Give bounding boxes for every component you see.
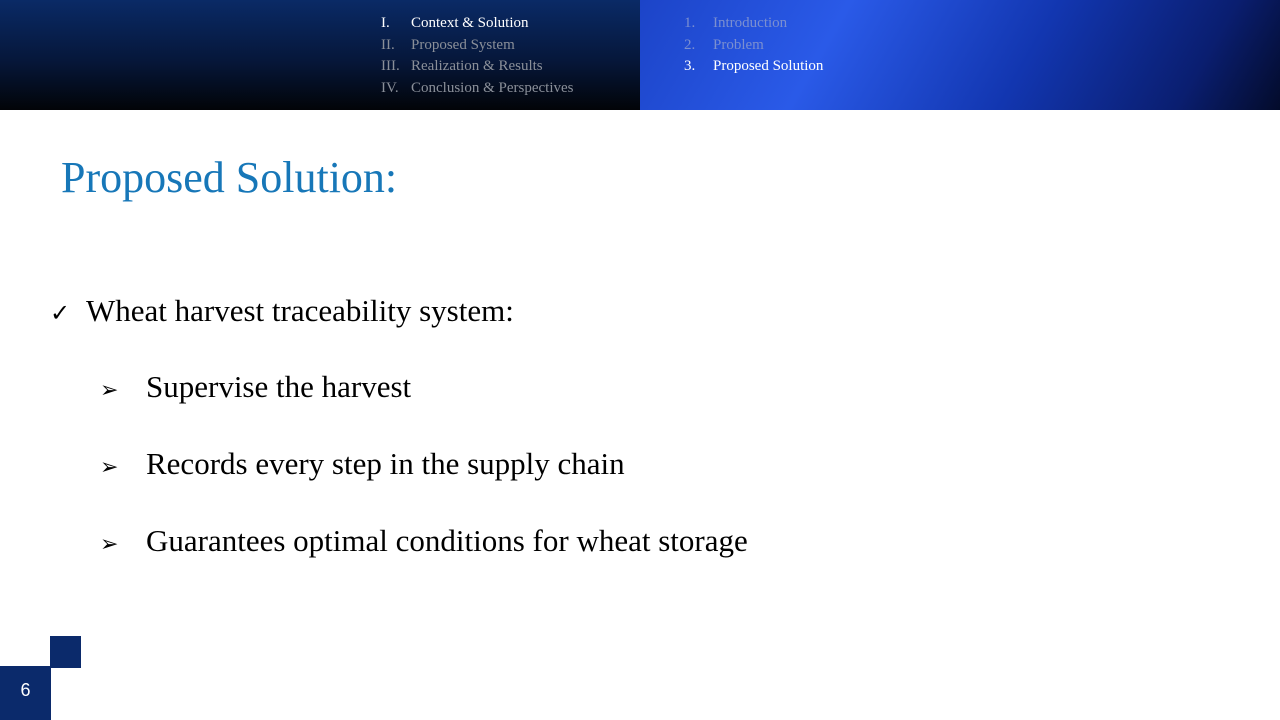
nav-section-label: Conclusion & Perspectives bbox=[411, 79, 574, 96]
nav-section-number: I. bbox=[381, 15, 390, 31]
nav-subsection-number: 1. bbox=[684, 15, 696, 31]
subsection-nav-panel: 1. Introduction 2. Problem 3. Proposed Solu… bbox=[640, 0, 1280, 110]
slide-header: I.Context & Solution II.Proposed System … bbox=[0, 0, 1280, 110]
nav-section-number: III. bbox=[381, 58, 400, 74]
decorative-square bbox=[50, 636, 81, 668]
sub-bullet-text: Supervise the harvest bbox=[146, 369, 412, 404]
sub-bullet: ➢ Records every step in the supply chain bbox=[100, 446, 625, 482]
checkmark-icon: ✓ bbox=[50, 299, 71, 327]
nav-subsection-item[interactable]: 1. Introduction bbox=[684, 13, 823, 35]
subsection-nav-list: 1. Introduction 2. Problem 3. Proposed Solu… bbox=[684, 13, 823, 78]
sub-bullet-text: Guarantees optimal conditions for wheat … bbox=[146, 523, 748, 558]
main-bullet: ✓ Wheat harvest traceability system: bbox=[50, 293, 514, 329]
section-nav-list: I.Context & Solution II.Proposed System … bbox=[381, 13, 573, 99]
nav-section-label: Context & Solution bbox=[411, 15, 529, 31]
page-number: 6 bbox=[20, 680, 31, 700]
nav-section-label: Realization & Results bbox=[411, 58, 543, 74]
arrow-bullet-icon: ➢ bbox=[100, 378, 119, 403]
page-number-box bbox=[0, 666, 51, 720]
nav-section-item[interactable]: I. Context & Solution bbox=[381, 13, 573, 35]
nav-section-item[interactable]: II. Proposed System bbox=[381, 35, 573, 57]
arrow-bullet-icon: ➢ bbox=[100, 532, 119, 557]
nav-subsection-label: Proposed Solution bbox=[713, 58, 824, 74]
slide-title: Proposed Solution: bbox=[61, 153, 398, 202]
nav-subsection-label: Introduction bbox=[713, 15, 788, 31]
nav-section-item[interactable]: IV. Conclusion & Perspectives bbox=[381, 78, 573, 100]
nav-subsection-item[interactable]: 2. Problem bbox=[684, 35, 823, 57]
sub-bullet: ➢ Guarantees optimal conditions for wheat… bbox=[100, 523, 748, 559]
section-nav-panel: I.Context & Solution II.Proposed System … bbox=[0, 0, 640, 110]
nav-subsection-label: Problem bbox=[713, 36, 764, 53]
main-bullet-text: Wheat harvest traceability system: bbox=[86, 293, 514, 328]
sub-bullet-text: Records every step in the supply chain bbox=[146, 446, 625, 481]
nav-section-number: IV. bbox=[381, 79, 399, 96]
nav-subsection-item[interactable]: 3. Proposed Solution bbox=[684, 56, 823, 78]
nav-subsection-number: 2. bbox=[684, 36, 696, 53]
sub-bullet: ➢ Supervise the harvest bbox=[100, 369, 411, 405]
nav-section-item[interactable]: III. Realization & Results bbox=[381, 56, 573, 78]
nav-section-label: Proposed System bbox=[411, 36, 515, 53]
nav-section-number: II. bbox=[381, 36, 395, 53]
nav-subsection-number: 3. bbox=[684, 58, 696, 74]
arrow-bullet-icon: ➢ bbox=[100, 455, 119, 480]
